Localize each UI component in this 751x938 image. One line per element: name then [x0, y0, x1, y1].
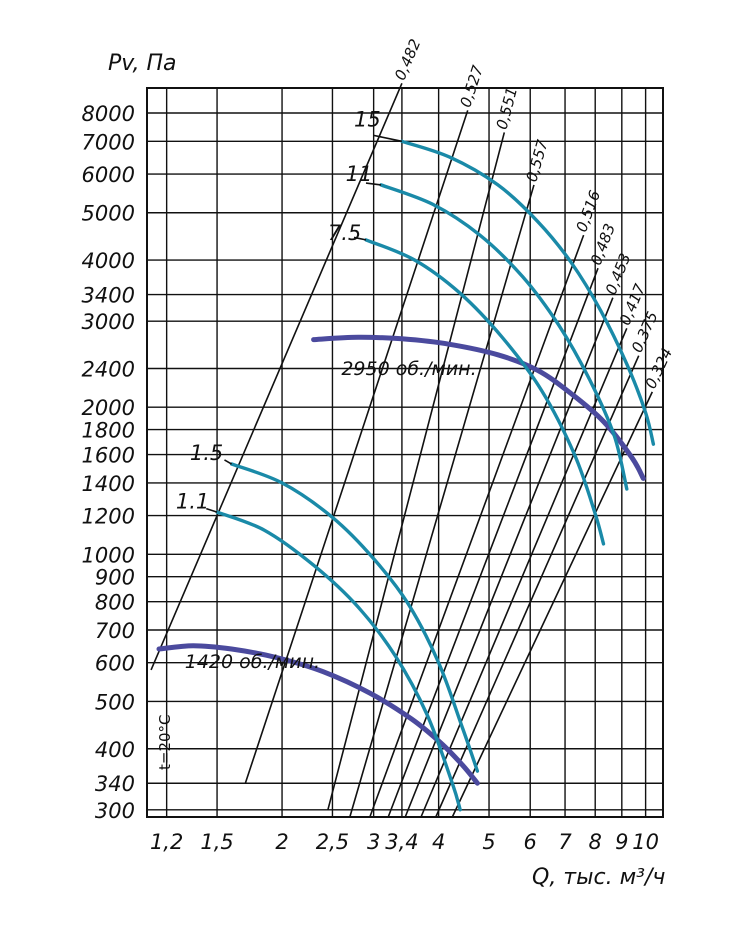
y-tick-label: 5000	[82, 202, 135, 226]
y-tick-label: 500	[95, 690, 135, 714]
y-tick-label: 1400	[82, 472, 135, 496]
power-label-1-5: 1.5	[190, 441, 223, 465]
label-leader	[224, 459, 233, 465]
x-tick-label: 9	[615, 830, 628, 854]
y-tick-label: 1200	[82, 505, 135, 529]
y-tick-label: 700	[95, 619, 135, 643]
y-tick-label: 600	[95, 652, 135, 676]
y-tick-label: 900	[95, 566, 135, 590]
power-label-15: 15	[354, 108, 381, 132]
label-leader	[353, 236, 367, 241]
efficiency-label: 0,551	[493, 85, 521, 131]
efficiency-line	[327, 132, 506, 811]
efficiency-line	[387, 267, 599, 818]
speed-curve	[311, 334, 646, 481]
x-axis-label: Q, тыс. м³/ч	[532, 865, 665, 890]
y-tick-label: 6000	[82, 163, 135, 187]
y-tick-label: 300	[95, 799, 135, 823]
grid	[147, 88, 663, 817]
efficiency-line	[420, 328, 628, 818]
speed-label-1420: 1420 об./мин.	[185, 651, 320, 673]
y-tick-label: 2000	[82, 396, 135, 420]
x-tick-label: 2,5	[316, 830, 349, 854]
power-label-1-1: 1.1	[176, 490, 209, 514]
x-tick-label: 1,2	[150, 830, 183, 854]
annotations: Pv, Па Q, тыс. м³/ч t=20°C 15 11 7.5 1.5 1.1…	[108, 51, 665, 890]
x-tick-label: 1,5	[200, 830, 233, 854]
efficiency-line	[349, 184, 535, 818]
efficiency-label: 0,527	[456, 63, 487, 110]
speed-curve	[156, 643, 480, 786]
power-label-11: 11	[346, 162, 373, 186]
label-leader	[365, 182, 382, 186]
y-tick-label: 3000	[82, 310, 135, 334]
power-curve	[364, 238, 606, 546]
x-tick-label: 8	[589, 830, 602, 854]
efficiency-label: 0,482	[391, 36, 424, 83]
temperature-note: t=20°C	[156, 714, 174, 770]
label-leader	[373, 134, 403, 143]
efficiency-line	[404, 297, 614, 818]
y-tick-label: 340	[95, 772, 135, 796]
x-tick-label: 3,4	[385, 830, 418, 854]
power-curve	[379, 183, 629, 491]
efficiency-line	[435, 355, 640, 818]
x-tick-label: 10	[632, 830, 659, 854]
y-tick-label: 3400	[82, 284, 135, 308]
efficiency-line	[150, 83, 403, 671]
efficiency-line	[244, 110, 469, 784]
x-tick-label: 3	[367, 830, 380, 854]
x-tick-label: 5	[482, 830, 495, 854]
y-tick-label: 400	[95, 738, 135, 762]
y-tick-label: 7000	[82, 130, 135, 154]
x-tick-label: 2	[275, 830, 288, 854]
y-tick-label: 1000	[82, 543, 135, 567]
efficiency-line	[369, 234, 585, 818]
x-tick-label: 6	[524, 830, 537, 854]
power-curve	[215, 510, 462, 812]
y-tick-label: 800	[95, 591, 135, 615]
label-leader	[206, 507, 218, 513]
y-tick-label: 1600	[82, 444, 135, 468]
speed-label-2950: 2950 об./мин.	[341, 358, 476, 380]
y-tick-label: 1800	[82, 419, 135, 443]
y-tick-label: 4000	[82, 249, 135, 273]
y-tick-label: 2400	[82, 358, 135, 382]
x-tick-label: 4	[432, 830, 445, 854]
efficiency-line	[451, 391, 654, 818]
power-curve	[400, 139, 656, 446]
x-tick-label: 7	[558, 830, 572, 854]
power-curve	[229, 462, 480, 773]
curves	[156, 139, 656, 812]
y-tick-label: 8000	[82, 102, 135, 126]
plot-frame	[146, 87, 664, 818]
y-axis-label: Pv, Па	[108, 51, 177, 76]
power-label-7-5: 7.5	[328, 221, 361, 245]
efficiency-label: 0,557	[523, 137, 552, 184]
